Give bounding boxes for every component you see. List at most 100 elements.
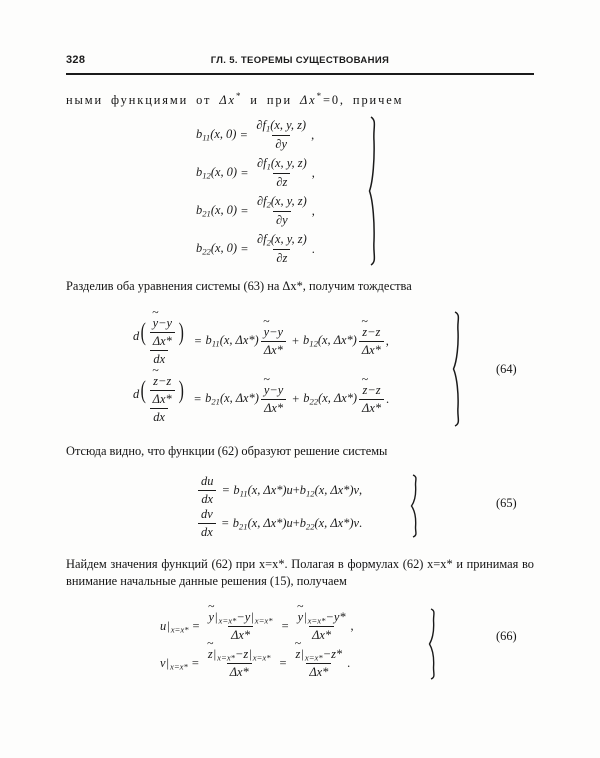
right-brace-icon	[452, 310, 468, 428]
term: b21(x, Δx*)u	[232, 515, 293, 532]
equation-lhs: b22(x, 0)	[196, 241, 238, 257]
equation-row: b22(x, 0) = ∂f2(x, y, z) ∂z .	[196, 230, 315, 268]
fraction-numerator: ~y−y	[263, 373, 284, 397]
equals-sign: =	[221, 516, 229, 530]
tilde-accent-icon: ~z	[361, 373, 369, 397]
equation-block-partials: b11(x, 0) = ∂f1(x, y, z) ∂y , b12(x, 0) …	[196, 116, 315, 268]
equation-row: b12(x, 0) = ∂f1(x, y, z) ∂z ,	[196, 154, 315, 192]
fraction-denominator: Δx*	[226, 663, 252, 680]
equals-sign: =	[281, 619, 289, 633]
equation-row: v|x=x* = ~z|x=x*−z|x=x* Δx* = ~z|x=x*−z*…	[160, 637, 354, 682]
plus-sign: +	[292, 483, 300, 497]
equation-number-65: (65)	[496, 496, 517, 510]
delta-x-symbol: Δx	[300, 93, 317, 108]
punctuation: ,	[311, 165, 315, 180]
fraction: ∂f1(x, y, z) ∂z	[254, 156, 310, 189]
coefficient-term: b21(x, Δx*)	[205, 391, 259, 407]
punctuation: ,	[311, 203, 315, 218]
equation-lhs: b11(x, 0)	[196, 127, 237, 143]
header-rule	[66, 73, 534, 75]
fraction-numerator: ∂f1(x, y, z)	[256, 118, 307, 134]
fraction: ~z|x=x*−z|x=x* Δx*	[205, 637, 274, 680]
fraction: ~y|x=x*−y|x=x* Δx*	[206, 600, 276, 643]
equals-sign: =	[240, 127, 248, 142]
equals-sign: =	[279, 656, 287, 670]
fraction-numerator: ~y|x=x*−y|x=x*	[208, 600, 273, 626]
tilde-accent-icon: ~z	[207, 637, 214, 661]
equation-lhs: b21(x, 0)	[196, 203, 238, 219]
punctuation: .	[386, 391, 390, 406]
fraction-denominator: Δx*	[149, 331, 175, 349]
paragraph-initial-values: Найдем значения функций (62) при x=x*. П…	[66, 557, 534, 588]
fraction: ~z|x=x*−z* Δx*	[293, 637, 346, 680]
text-run: ными функциями от	[66, 93, 220, 108]
fraction-numerator: dv	[201, 507, 213, 521]
fraction: du dx	[198, 474, 217, 507]
fraction-numerator: ~z|x=x*−z*	[294, 637, 343, 663]
equals-sign: =	[194, 333, 202, 348]
punctuation: ,	[359, 483, 363, 497]
right-brace-icon	[410, 473, 424, 539]
equation-lhs: v|x=x*	[160, 655, 188, 672]
equation-block-66: u|x=x* = ~y|x=x*−y|x=x* Δx* = ~y|x=x*−y*…	[160, 600, 354, 682]
equation-lhs: u|x=x*	[160, 618, 189, 635]
fraction-numerator: ~y|x=x*−y*	[297, 600, 346, 626]
text-run: и при	[242, 93, 300, 108]
fraction: ~y−y Δx*	[260, 315, 286, 358]
equation-lhs: b12(x, 0)	[196, 165, 238, 181]
punctuation: ,	[311, 127, 315, 142]
fraction-denominator: dx	[150, 349, 169, 367]
fraction-numerator: ~y−y	[152, 306, 173, 330]
chapter-title: ГЛ. 5. ТЕОРЕМЫ СУЩЕСТВОВАНИЯ	[210, 55, 390, 66]
fraction: dv dx	[198, 507, 216, 540]
fraction-numerator: du	[201, 474, 214, 488]
fraction: ~z−z Δx*	[358, 316, 384, 358]
star-symbol: *	[235, 91, 243, 101]
tilde-accent-icon: ~y	[208, 600, 215, 624]
fraction-denominator: dx	[150, 407, 168, 425]
term: b22(x, Δx*)v	[299, 515, 359, 532]
plus-sign: +	[292, 333, 300, 348]
equals-sign: =	[241, 203, 249, 218]
tilde-accent-icon: ~z	[294, 637, 302, 661]
paragraph-divide-equations: Разделив оба уравнения системы (63) на Δ…	[66, 279, 412, 293]
equation-row: dv dx = b21(x, Δx*)u + b22(x, Δx*)v .	[196, 507, 362, 540]
plus-sign: +	[292, 516, 300, 530]
fraction-denominator: Δx*	[261, 398, 287, 416]
equals-sign: =	[241, 241, 249, 256]
fraction-denominator: ∂z	[273, 172, 291, 190]
equation-row: du dx = b11(x, Δx*)u + b12(x, Δx*)v ,	[196, 474, 362, 507]
fraction-numerator: ∂f2(x, y, z)	[257, 194, 307, 210]
star-symbol: *	[316, 91, 323, 101]
equation-block-65: du dx = b11(x, Δx*)u + b12(x, Δx*)v , dv…	[196, 474, 362, 540]
coefficient-term: b11(x, Δx*)	[205, 333, 259, 349]
fraction-numerator: ∂f2(x, y, z)	[257, 232, 307, 248]
text-run: =0, причем	[322, 93, 404, 108]
fraction-denominator: Δx*	[228, 626, 254, 643]
punctuation: .	[347, 656, 351, 670]
equation-row: u|x=x* = ~y|x=x*−y|x=x* Δx* = ~y|x=x*−y*…	[160, 600, 354, 645]
fraction-denominator: Δx*	[306, 663, 332, 680]
paragraph-continuation: ными функциями от Δx* и при Δx*=0, приче…	[66, 88, 534, 109]
term: b12(x, Δx*)v	[299, 482, 360, 499]
punctuation: ,	[350, 619, 354, 633]
equals-sign: =	[192, 619, 200, 633]
fraction-denominator: dx	[198, 490, 217, 507]
fraction-denominator: dx	[198, 523, 216, 540]
paragraph-solution-system: Отсюда видно, что функции (62) образуют …	[66, 444, 388, 458]
fraction-numerator: ~z|x=x*−z|x=x*	[207, 637, 271, 663]
fraction-denominator: ∂z	[273, 248, 291, 266]
tilde-accent-icon: ~z	[152, 364, 159, 388]
delta-x-symbol: Δx	[219, 93, 236, 108]
fraction: ∂f2(x, y, z) ∂z	[254, 232, 310, 265]
coefficient-term: b22(x, Δx*)	[303, 391, 358, 407]
tilde-accent-icon: ~y	[152, 306, 159, 330]
fraction-denominator: Δx*	[149, 389, 175, 407]
tilde-accent-icon: ~y	[263, 315, 270, 339]
